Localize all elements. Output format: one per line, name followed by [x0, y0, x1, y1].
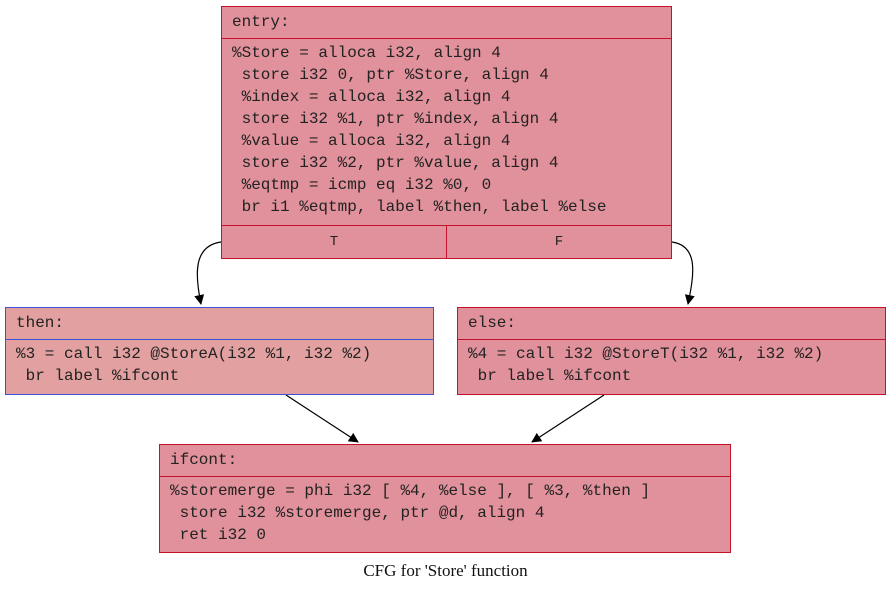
code-line: ret i32 0	[170, 526, 267, 544]
node-else-title: else:	[458, 308, 885, 340]
code-line: store i32 %storemerge, ptr @d, align 4	[170, 504, 545, 522]
node-entry-ports: T F	[222, 225, 671, 258]
node-then: then: %3 = call i32 @StoreA(i32 %1, i32 …	[5, 307, 434, 395]
edge-else-ifcont	[531, 394, 605, 443]
node-else-body: %4 = call i32 @StoreT(i32 %1, i32 %2) br…	[458, 340, 885, 387]
edge-entry-then	[194, 241, 222, 305]
code-line: %Store = alloca i32, align 4	[232, 44, 501, 62]
code-line: %index = alloca i32, align 4	[232, 88, 511, 106]
code-line: br label %ifcont	[16, 367, 180, 385]
code-line: store i32 0, ptr %Store, align 4	[232, 66, 549, 84]
code-line: br i1 %eqtmp, label %then, label %else	[232, 198, 607, 216]
code-line: %storemerge = phi i32 [ %4, %else ], [ %…	[170, 482, 651, 500]
node-entry: entry: %Store = alloca i32, align 4 stor…	[221, 6, 672, 259]
code-line: %3 = call i32 @StoreA(i32 %1, i32 %2)	[16, 345, 372, 363]
edge-then-ifcont	[285, 394, 359, 443]
node-entry-body: %Store = alloca i32, align 4 store i32 0…	[222, 39, 671, 218]
node-ifcont-body: %storemerge = phi i32 [ %4, %else ], [ %…	[160, 477, 730, 546]
node-then-body: %3 = call i32 @StoreA(i32 %1, i32 %2) br…	[6, 340, 433, 387]
code-line: store i32 %1, ptr %index, align 4	[232, 110, 559, 128]
code-line: %eqtmp = icmp eq i32 %0, 0	[232, 176, 492, 194]
node-entry-title: entry:	[222, 7, 671, 39]
code-line: br label %ifcont	[468, 367, 632, 385]
code-line: %4 = call i32 @StoreT(i32 %1, i32 %2)	[468, 345, 824, 363]
port-true-label: T	[329, 234, 339, 250]
node-ifcont-title: ifcont:	[160, 445, 730, 477]
node-ifcont: ifcont: %storemerge = phi i32 [ %4, %els…	[159, 444, 731, 553]
diagram-caption: CFG for 'Store' function	[363, 561, 528, 580]
edge-entry-else	[671, 241, 695, 305]
code-line: %value = alloca i32, align 4	[232, 132, 511, 150]
node-else: else: %4 = call i32 @StoreT(i32 %1, i32 …	[457, 307, 886, 395]
port-false-label: F	[446, 226, 671, 258]
node-then-title: then:	[6, 308, 433, 340]
code-line: store i32 %2, ptr %value, align 4	[232, 154, 559, 172]
